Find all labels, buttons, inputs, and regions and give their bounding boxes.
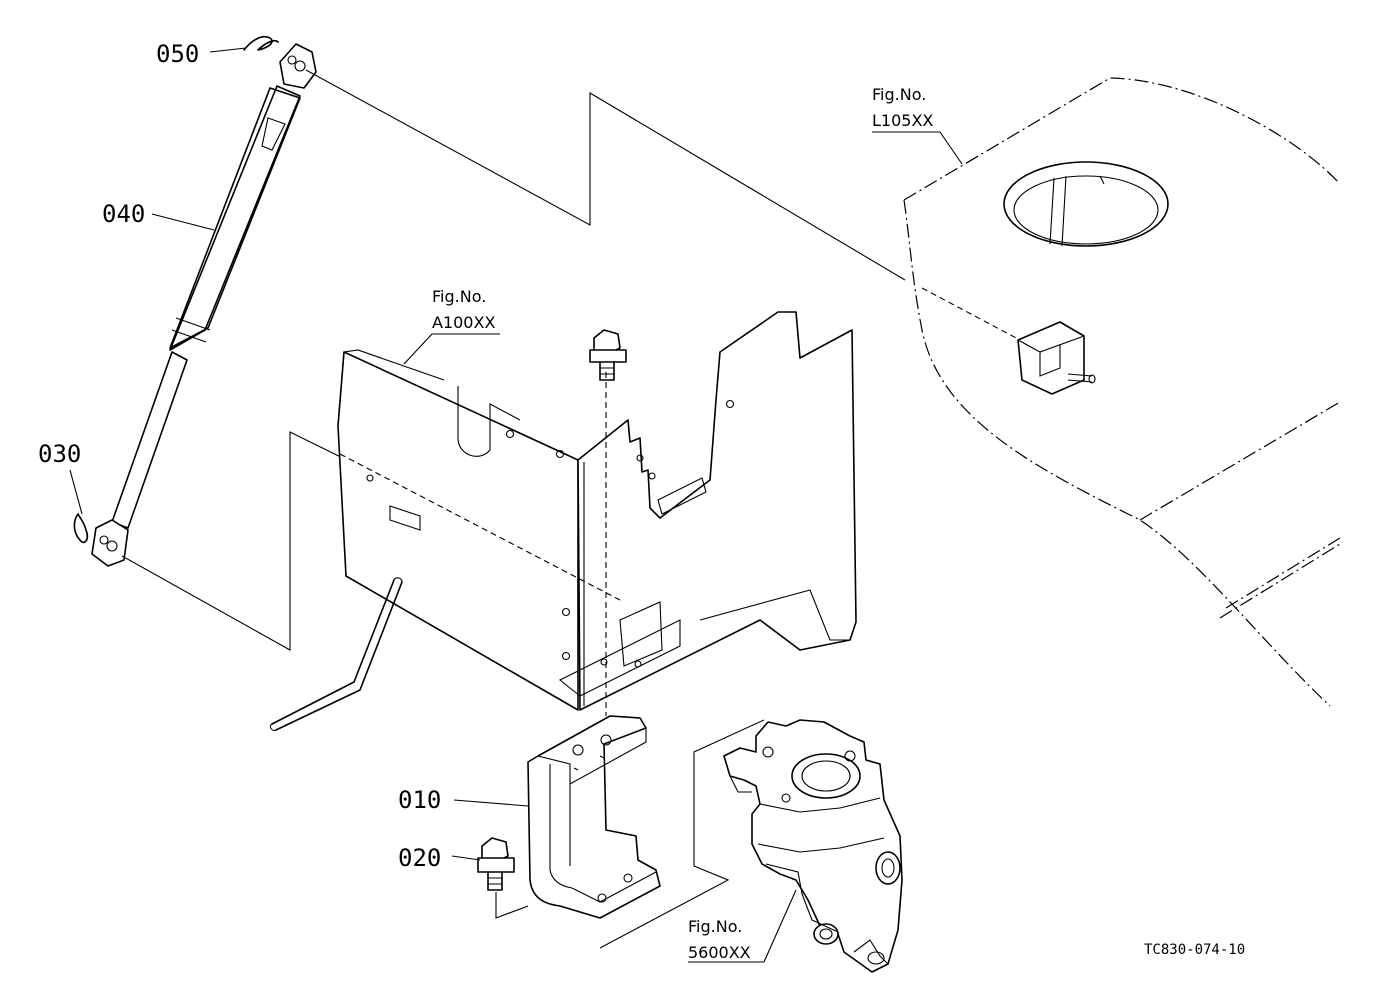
callout-050: 050 [156, 40, 199, 68]
gas-strut[interactable] [91, 43, 317, 567]
leader-030 [69, 469, 83, 515]
bolt-020[interactable] [477, 837, 515, 891]
bracket-010[interactable] [527, 715, 661, 919]
leader-050 [209, 47, 247, 53]
leader-5600 [688, 889, 797, 963]
cutaway-line-upper [305, 69, 906, 281]
callout-030: 030 [38, 440, 81, 468]
upper-bolt[interactable] [589, 329, 627, 381]
leader-a100 [403, 333, 500, 365]
fig-ref-a100-line1: Fig.No. [432, 287, 486, 306]
fig-ref-l105-line2: L105XX [872, 111, 933, 130]
bent-rod[interactable] [269, 577, 403, 731]
hidden-line-2 [921, 287, 1021, 341]
leader-010 [453, 799, 529, 807]
hood-cover[interactable] [903, 77, 1341, 707]
fig-ref-l105-line1: Fig.No. [872, 85, 926, 104]
pump-housing[interactable] [723, 719, 903, 973]
clip-030[interactable] [73, 513, 89, 544]
leader-l105 [872, 131, 963, 165]
callout-010: 010 [398, 786, 441, 814]
leader-040 [151, 213, 215, 231]
mounting-plate[interactable] [337, 311, 857, 711]
hidden-line-1 [339, 453, 621, 601]
callout-020: 020 [398, 844, 441, 872]
fig-ref-5600-line1: Fig.No. [688, 917, 742, 936]
leader-020 [451, 855, 481, 861]
clip-050[interactable] [243, 35, 279, 51]
pump-cutaway-line [599, 719, 765, 949]
fig-ref-a100-line2: A100XX [432, 313, 495, 332]
drawing-code: TC830-074-10 [1144, 942, 1245, 958]
bolt-020-mount-line [495, 892, 529, 919]
fig-ref-5600-line2: 5600XX [688, 943, 751, 962]
callout-040: 040 [102, 200, 145, 228]
hood-latch[interactable] [1017, 321, 1096, 395]
